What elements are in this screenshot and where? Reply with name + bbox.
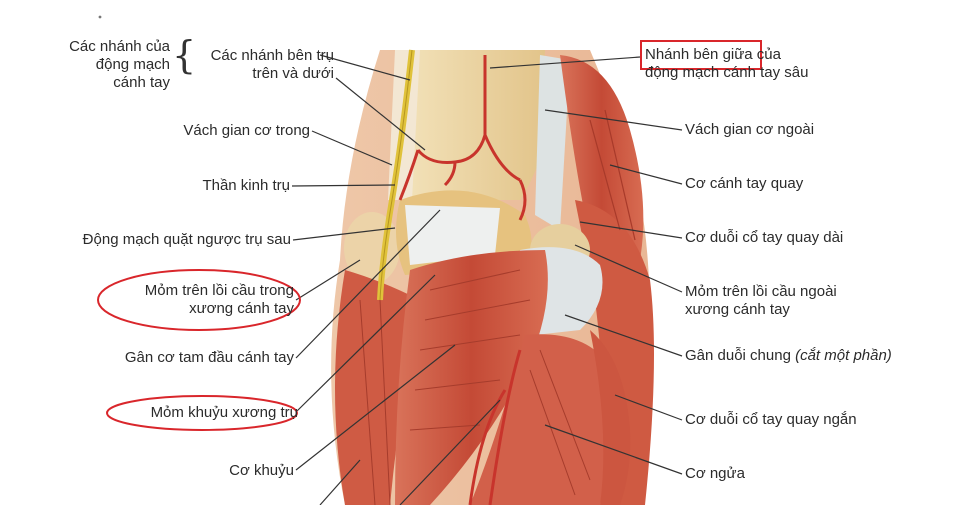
label-line: Mỏm trên lồi cầu trong <box>144 282 294 299</box>
label-part: Nhánh bên giữa <box>645 46 753 63</box>
left-leaders <box>291 54 501 505</box>
label-line: Nhánh bên giữa của <box>645 46 945 64</box>
label-anconeus: Cơ khuỷu <box>229 462 294 479</box>
right-leaders <box>489 56 683 475</box>
arteries <box>398 55 527 505</box>
label-medial-epicondyle: Mỏm trên lồi cầu trong xương cánh tay <box>100 282 294 318</box>
humerus <box>407 50 545 200</box>
label-olecranon: Mỏm khuỷu xương trụ <box>150 404 298 421</box>
brachioradialis <box>560 55 644 260</box>
brace-symbol: { <box>172 33 197 77</box>
label-part-italic: (cắt một phần) <box>795 347 892 364</box>
label-middle-collateral: Nhánh bên giữa của động mạch cánh tay sâ… <box>645 46 945 82</box>
label-common-extensor: Gân duỗi chung (cắt một phần) <box>685 347 955 365</box>
label-posterior-ulnar-recurrent: Động mạch quặt ngược trụ sau <box>82 231 291 248</box>
label-supinator: Cơ ngửa <box>685 465 745 482</box>
label-lateral-septum: Vách gian cơ ngoài <box>685 121 815 138</box>
label-line: trên và dưới <box>252 65 334 82</box>
flexor-mass <box>335 270 420 505</box>
label-line: động mạch cánh tay sâu <box>645 64 809 81</box>
label-part: Gân duỗi chung <box>685 347 796 364</box>
label-ulnar-collateral: Các nhánh bên trụ trên và dưới <box>186 47 334 83</box>
label-lateral-epicondyle: Mỏm trên lồi cầu ngoài xương cánh tay <box>685 283 945 319</box>
label-line: cánh tay <box>113 74 170 91</box>
label-line: Mỏm trên lồi cầu ngoài <box>685 283 837 300</box>
label-line: xương cánh tay <box>685 301 790 318</box>
triceps-tendon <box>405 205 500 265</box>
label-medial-septum: Vách gian cơ trong <box>183 122 310 139</box>
label-ulnar-nerve: Thần kinh trụ <box>202 177 290 194</box>
label-line: xương cánh tay <box>189 300 294 317</box>
highlight-ellipse-olecranon <box>106 395 298 431</box>
label-brachioradialis: Cơ cánh tay quay <box>685 175 804 192</box>
label-line: Các nhánh của <box>69 38 170 55</box>
lateral-septum-strip <box>535 55 570 230</box>
label-part: của <box>752 46 781 63</box>
label-line: Các nhánh bên trụ <box>210 47 334 64</box>
label-ecrb: Cơ duỗi cổ tay quay ngắn <box>685 411 857 428</box>
supinator <box>470 334 609 505</box>
anconeus <box>395 250 548 505</box>
ecrb <box>590 330 631 505</box>
label-ecrl: Cơ duỗi cổ tay quay dài <box>685 229 844 246</box>
label-triceps-tendon: Gân cơ tam đầu cánh tay <box>124 349 294 366</box>
highlight-box <box>640 40 762 70</box>
highlight-ellipse-epicondyle <box>97 269 301 331</box>
label-brachial-artery-branches: Các nhánh của động mạch cánh tay <box>40 38 170 92</box>
label-line: động mạch <box>95 56 170 73</box>
